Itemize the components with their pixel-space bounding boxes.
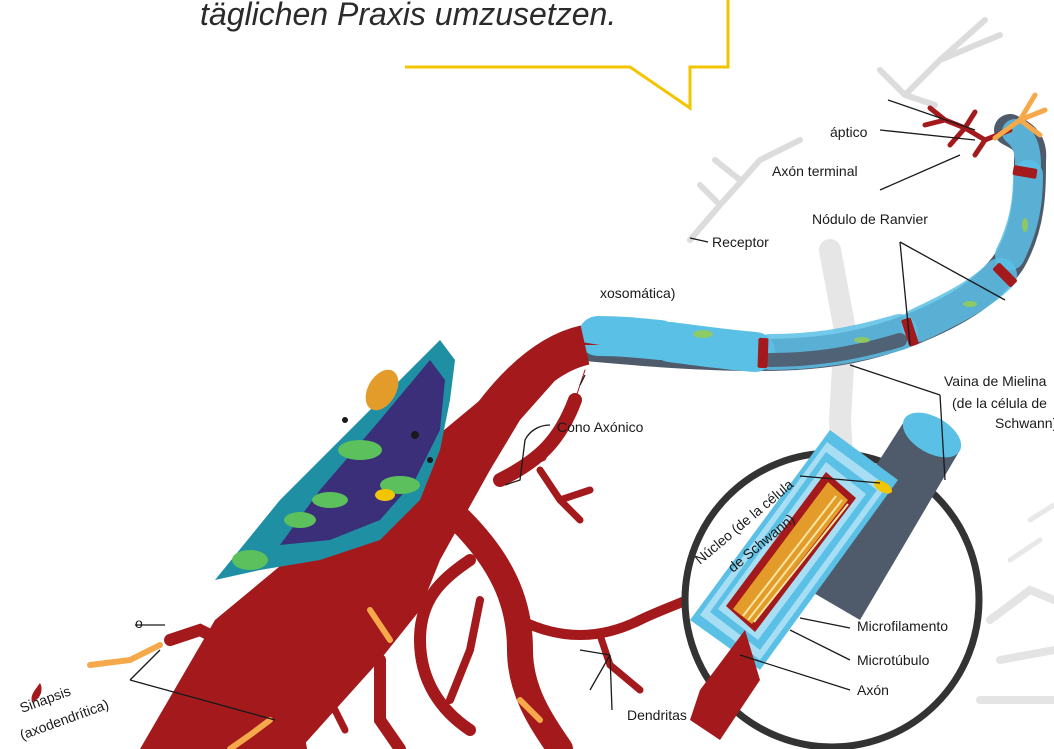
microtubule-label: Microtúbulo <box>857 652 930 668</box>
receptor-label: Receptor <box>712 234 769 250</box>
presynaptic-label: áptico <box>830 124 868 140</box>
ranvier-label: Nódulo de Ranvier <box>812 211 928 227</box>
axon-label: Axón <box>857 682 889 698</box>
axon-cross-section <box>685 403 979 747</box>
dendrites-label: Dendritas <box>627 707 687 723</box>
axon-hillock-label: Cono Axónico <box>557 419 644 435</box>
myelin-label-3: Schwann) <box>995 415 1054 431</box>
axon-terminal-label: Axón terminal <box>772 163 858 179</box>
myelin-label-2: (de la célula de <box>952 395 1047 411</box>
microfilament-label: Microfilamento <box>857 618 948 634</box>
cut-label: o <box>135 615 143 631</box>
myelin-label-1: Vaina de Mielina <box>944 373 1047 389</box>
axosomatic-label: xosomática) <box>600 285 675 301</box>
